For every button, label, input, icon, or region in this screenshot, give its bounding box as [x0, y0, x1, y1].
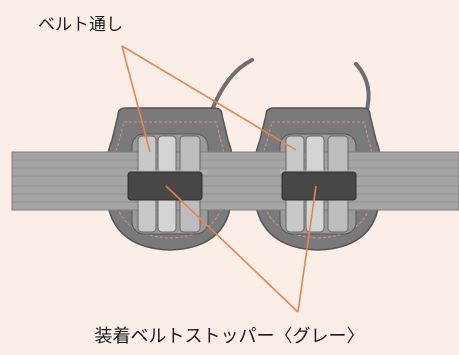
cable-left — [210, 58, 254, 112]
belt-loop-label: ベルト通し — [38, 15, 123, 35]
stopper-left — [127, 171, 203, 201]
leader-lines — [121, 45, 317, 313]
stopper-label: 装着ベルトストッパー〈グレー〉 — [94, 326, 365, 347]
belt-strap — [11, 151, 459, 211]
stopper-right — [281, 171, 357, 201]
